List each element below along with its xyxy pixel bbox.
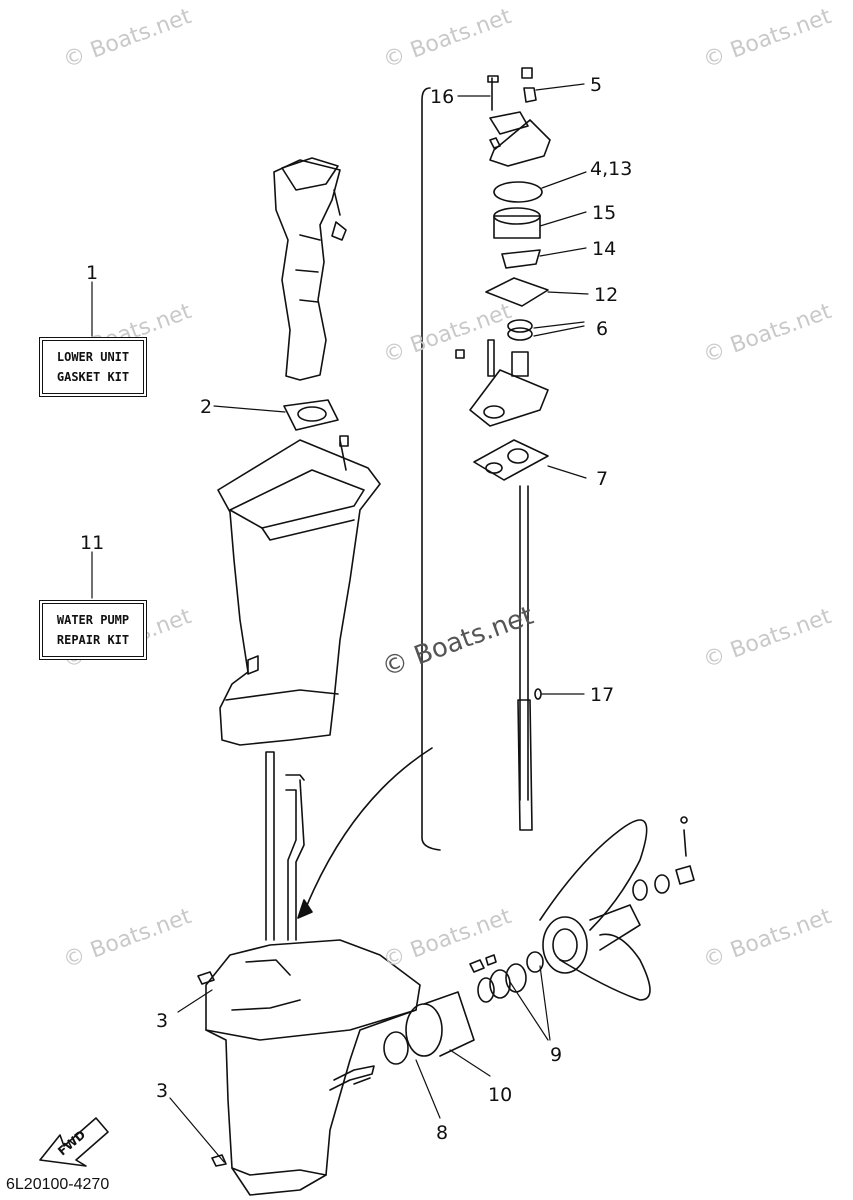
callout-3b: 3 bbox=[156, 1080, 169, 1102]
kit-label-line1: LOWER UNIT bbox=[56, 350, 130, 364]
group-bracket bbox=[421, 87, 441, 851]
callout-2: 2 bbox=[200, 396, 213, 418]
callout-5: 5 bbox=[590, 74, 603, 96]
gasket-2 bbox=[213, 399, 339, 431]
callout-11: 11 bbox=[80, 532, 105, 554]
propeller bbox=[539, 816, 695, 1001]
bracket-arrow-line bbox=[304, 747, 433, 911]
diagram-code: 6L20100-4270 bbox=[6, 1176, 110, 1193]
water-pump-repair-kit-label: WATER PUMP REPAIR KIT bbox=[39, 600, 147, 660]
lower-casing bbox=[197, 939, 421, 1196]
exhaust-guide bbox=[273, 157, 347, 381]
callout-12: 12 bbox=[594, 284, 619, 306]
kit-label-inner: WATER PUMP REPAIR KIT bbox=[42, 603, 144, 657]
kit-label-line1: WATER PUMP bbox=[56, 613, 130, 627]
callout-7: 7 bbox=[596, 468, 609, 490]
bearing-housing bbox=[353, 951, 544, 1085]
shafts bbox=[265, 751, 305, 941]
callout-4-13: 4,13 bbox=[590, 158, 633, 180]
fwd-arrow bbox=[39, 1117, 109, 1167]
callout-16: 16 bbox=[430, 86, 455, 108]
callout-10: 10 bbox=[488, 1084, 513, 1106]
callout-17: 17 bbox=[590, 684, 615, 706]
callout-8: 8 bbox=[436, 1122, 449, 1144]
callout-14: 14 bbox=[592, 238, 617, 260]
water-pump-stack bbox=[455, 67, 551, 831]
kit-label-inner: LOWER UNIT GASKET KIT bbox=[42, 340, 144, 394]
bracket-arrow-head bbox=[297, 899, 313, 919]
callout-3a: 3 bbox=[156, 1010, 169, 1032]
upper-casing bbox=[217, 435, 381, 746]
kit-label-line2: REPAIR KIT bbox=[56, 633, 130, 647]
callout-6: 6 bbox=[596, 318, 609, 340]
lower-unit-gasket-kit-label: LOWER UNIT GASKET KIT bbox=[39, 337, 147, 397]
kit-label-line2: GASKET KIT bbox=[56, 370, 130, 384]
leader-lines bbox=[91, 83, 589, 1163]
callout-15: 15 bbox=[592, 202, 617, 224]
callout-9: 9 bbox=[550, 1044, 563, 1066]
callout-1: 1 bbox=[86, 262, 99, 284]
